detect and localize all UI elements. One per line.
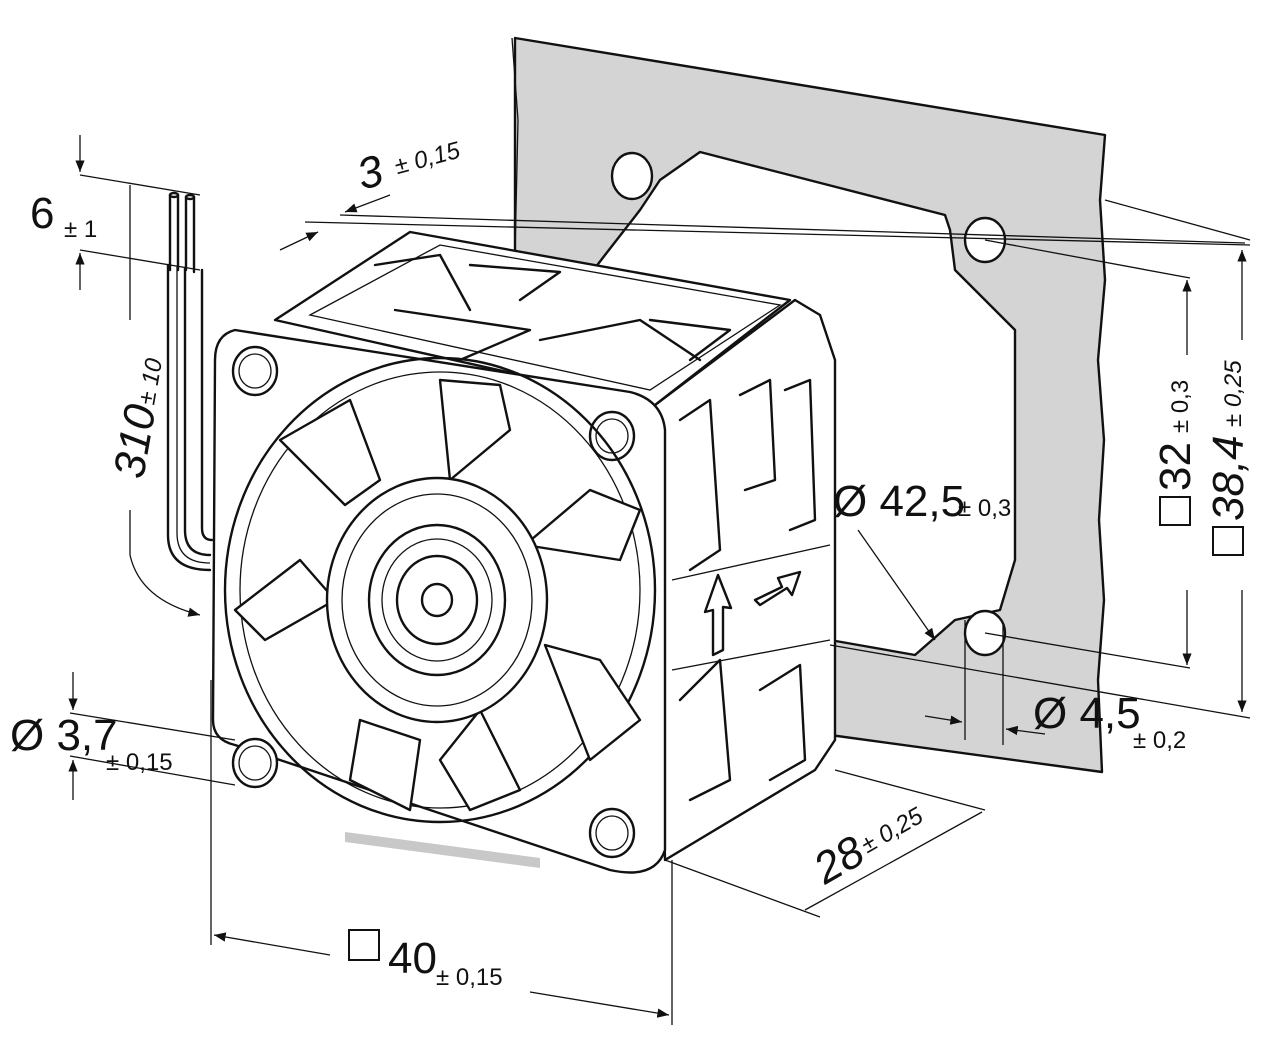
square-symbol-icon — [348, 929, 380, 961]
cable — [166, 191, 214, 572]
cable-strip-tolerance: ± 1 — [64, 216, 97, 243]
panel-thickness-value: 3 — [352, 146, 389, 200]
bore-diameter-tolerance: ± 0,3 — [958, 495, 1011, 522]
fan-hole-bottom-left — [231, 737, 279, 789]
hole-pitch-tolerance: ± 0,3 — [1167, 380, 1194, 433]
mount-hole-value: Ø 4,5 — [1033, 689, 1141, 738]
panel-thickness-tolerance: ± 0,15 — [392, 137, 464, 180]
fan-hole-tolerance: ± 0,15 — [106, 749, 173, 776]
fan-hole-value: Ø 3,7 — [10, 711, 118, 760]
airflow-arrow-icon — [703, 573, 733, 657]
fan-size-tolerance: ± 0,15 — [436, 964, 503, 991]
fan-depth-tolerance: ± 0,25 — [857, 802, 929, 859]
square-symbol-icon — [1212, 526, 1244, 556]
panel-hole-top-left — [610, 151, 654, 201]
fan-hole-top-left — [231, 345, 279, 397]
fan-hole-bottom-right — [588, 807, 636, 859]
bore-diameter-value: Ø 42,5 — [833, 477, 965, 526]
hole-pitch-value: 32 — [1151, 442, 1200, 491]
cable-length-value: 310 — [105, 400, 166, 481]
fan-size-value: 40 — [388, 934, 437, 983]
impeller — [233, 378, 642, 812]
cable-length-tolerance: ± 10 — [133, 356, 168, 407]
mount-hole-tolerance: ± 0,2 — [1133, 727, 1186, 754]
cable-strip-value: 6 — [30, 189, 54, 238]
cutout-square-tolerance: ± 0,25 — [1220, 360, 1247, 427]
cutout-square-value: 38,4 — [1204, 435, 1253, 521]
dimension-lines — [68, 135, 1251, 1025]
fan-hole-top-right — [588, 410, 636, 462]
fan-body — [211, 230, 837, 874]
square-symbol-icon — [1159, 496, 1191, 526]
rotation-arrow-icon — [753, 570, 802, 607]
